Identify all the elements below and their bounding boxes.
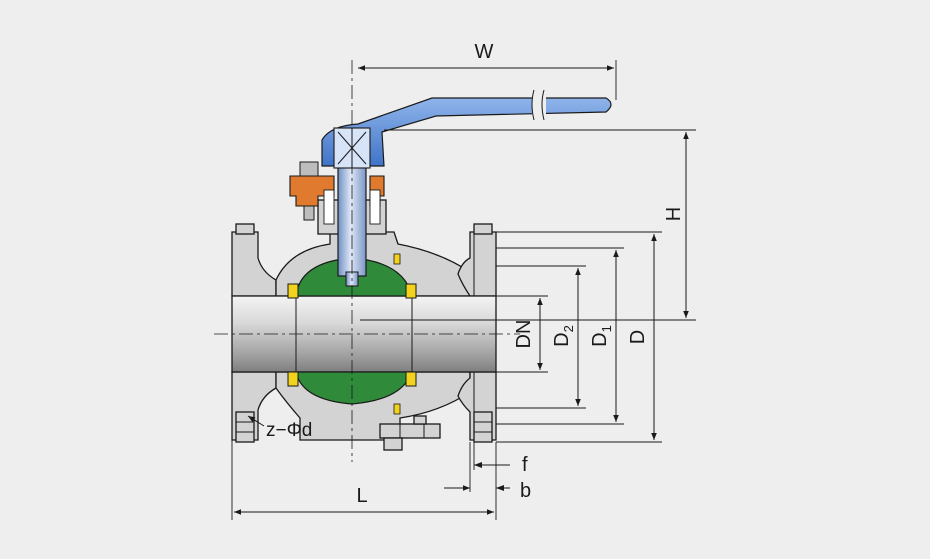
label-d1-sub: 1 bbox=[599, 325, 614, 332]
seats bbox=[287, 253, 417, 415]
dimension-h: H bbox=[360, 129, 696, 321]
dimension-d1: D1 bbox=[589, 250, 619, 422]
label-d2: D2 bbox=[551, 325, 576, 347]
dimension-d: D bbox=[627, 234, 657, 440]
dimension-l: L bbox=[231, 440, 494, 520]
label-f: f bbox=[522, 454, 528, 476]
label-d: D bbox=[627, 330, 649, 344]
label-w: W bbox=[475, 41, 494, 63]
label-d1-main: D bbox=[589, 332, 611, 346]
label-dn: DN bbox=[513, 320, 535, 349]
label-h: H bbox=[663, 207, 685, 221]
dimension-d2: D2 bbox=[551, 268, 581, 406]
bolt-holes-callout: z−Φd bbox=[247, 415, 312, 441]
dimension-dn: DN bbox=[513, 298, 543, 370]
dimension-w: W bbox=[358, 41, 617, 100]
label-bolt-holes: z−Φd bbox=[266, 420, 312, 441]
extension-lines bbox=[496, 231, 662, 443]
center-lines bbox=[214, 60, 520, 462]
label-d2-sub: 2 bbox=[561, 325, 576, 332]
label-d2-main: D bbox=[551, 332, 573, 346]
dimension-f-b: f b bbox=[444, 442, 531, 520]
handle bbox=[321, 89, 612, 169]
label-l: L bbox=[356, 485, 367, 507]
label-d1: D1 bbox=[589, 325, 614, 347]
label-b: b bbox=[520, 480, 531, 502]
